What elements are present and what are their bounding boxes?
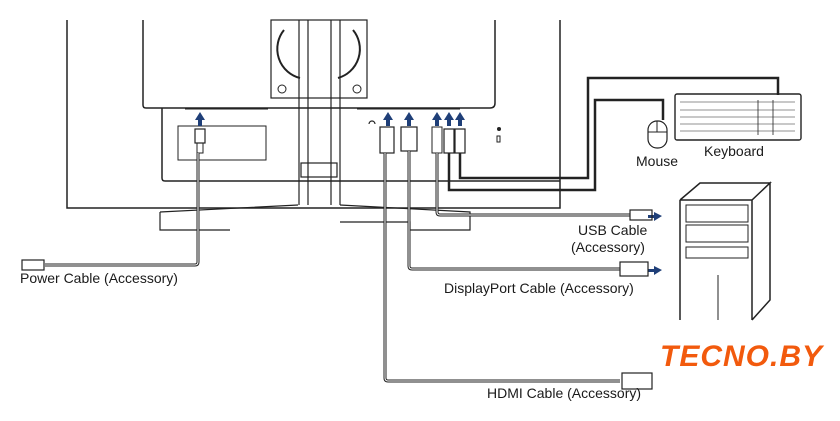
keyboard-icon — [674, 93, 802, 141]
hdmi-port-arrow — [383, 112, 393, 126]
hdmi-cable-label: HDMI Cable (Accessory) — [487, 385, 642, 401]
usb-down1-port-arrow — [444, 112, 454, 126]
monitor-body — [66, 20, 561, 209]
power-cable — [21, 128, 206, 271]
dp-port-arrow — [404, 112, 414, 126]
port-arrows — [195, 112, 662, 275]
displayport-cable — [400, 126, 649, 277]
usb-down2-port-arrow — [455, 112, 465, 126]
keyboard-label: Keyboard — [704, 143, 764, 159]
usb-up-port-arrow — [432, 112, 442, 126]
headphone-icon — [368, 120, 376, 125]
usb-out-arrow — [648, 212, 662, 221]
pc-tower-icon — [679, 181, 772, 321]
monitor-stand — [159, 19, 471, 231]
dp-out-arrow — [648, 266, 662, 275]
mouse-label: Mouse — [636, 153, 679, 169]
power-port-arrow — [195, 112, 205, 126]
usb-cables — [431, 76, 780, 221]
lock-icon — [497, 127, 501, 131]
usb-cable-accessory-label: (Accessory) — [571, 239, 645, 255]
power-cable-label: Power Cable (Accessory) — [20, 270, 178, 286]
displayport-cable-label: DisplayPort Cable (Accessory) — [444, 280, 634, 296]
watermark-logo: TECNO.BY — [660, 340, 824, 373]
mouse-icon — [647, 120, 668, 149]
usb-cable-label: USB Cable — [578, 222, 648, 238]
hdmi-cable — [379, 126, 653, 390]
